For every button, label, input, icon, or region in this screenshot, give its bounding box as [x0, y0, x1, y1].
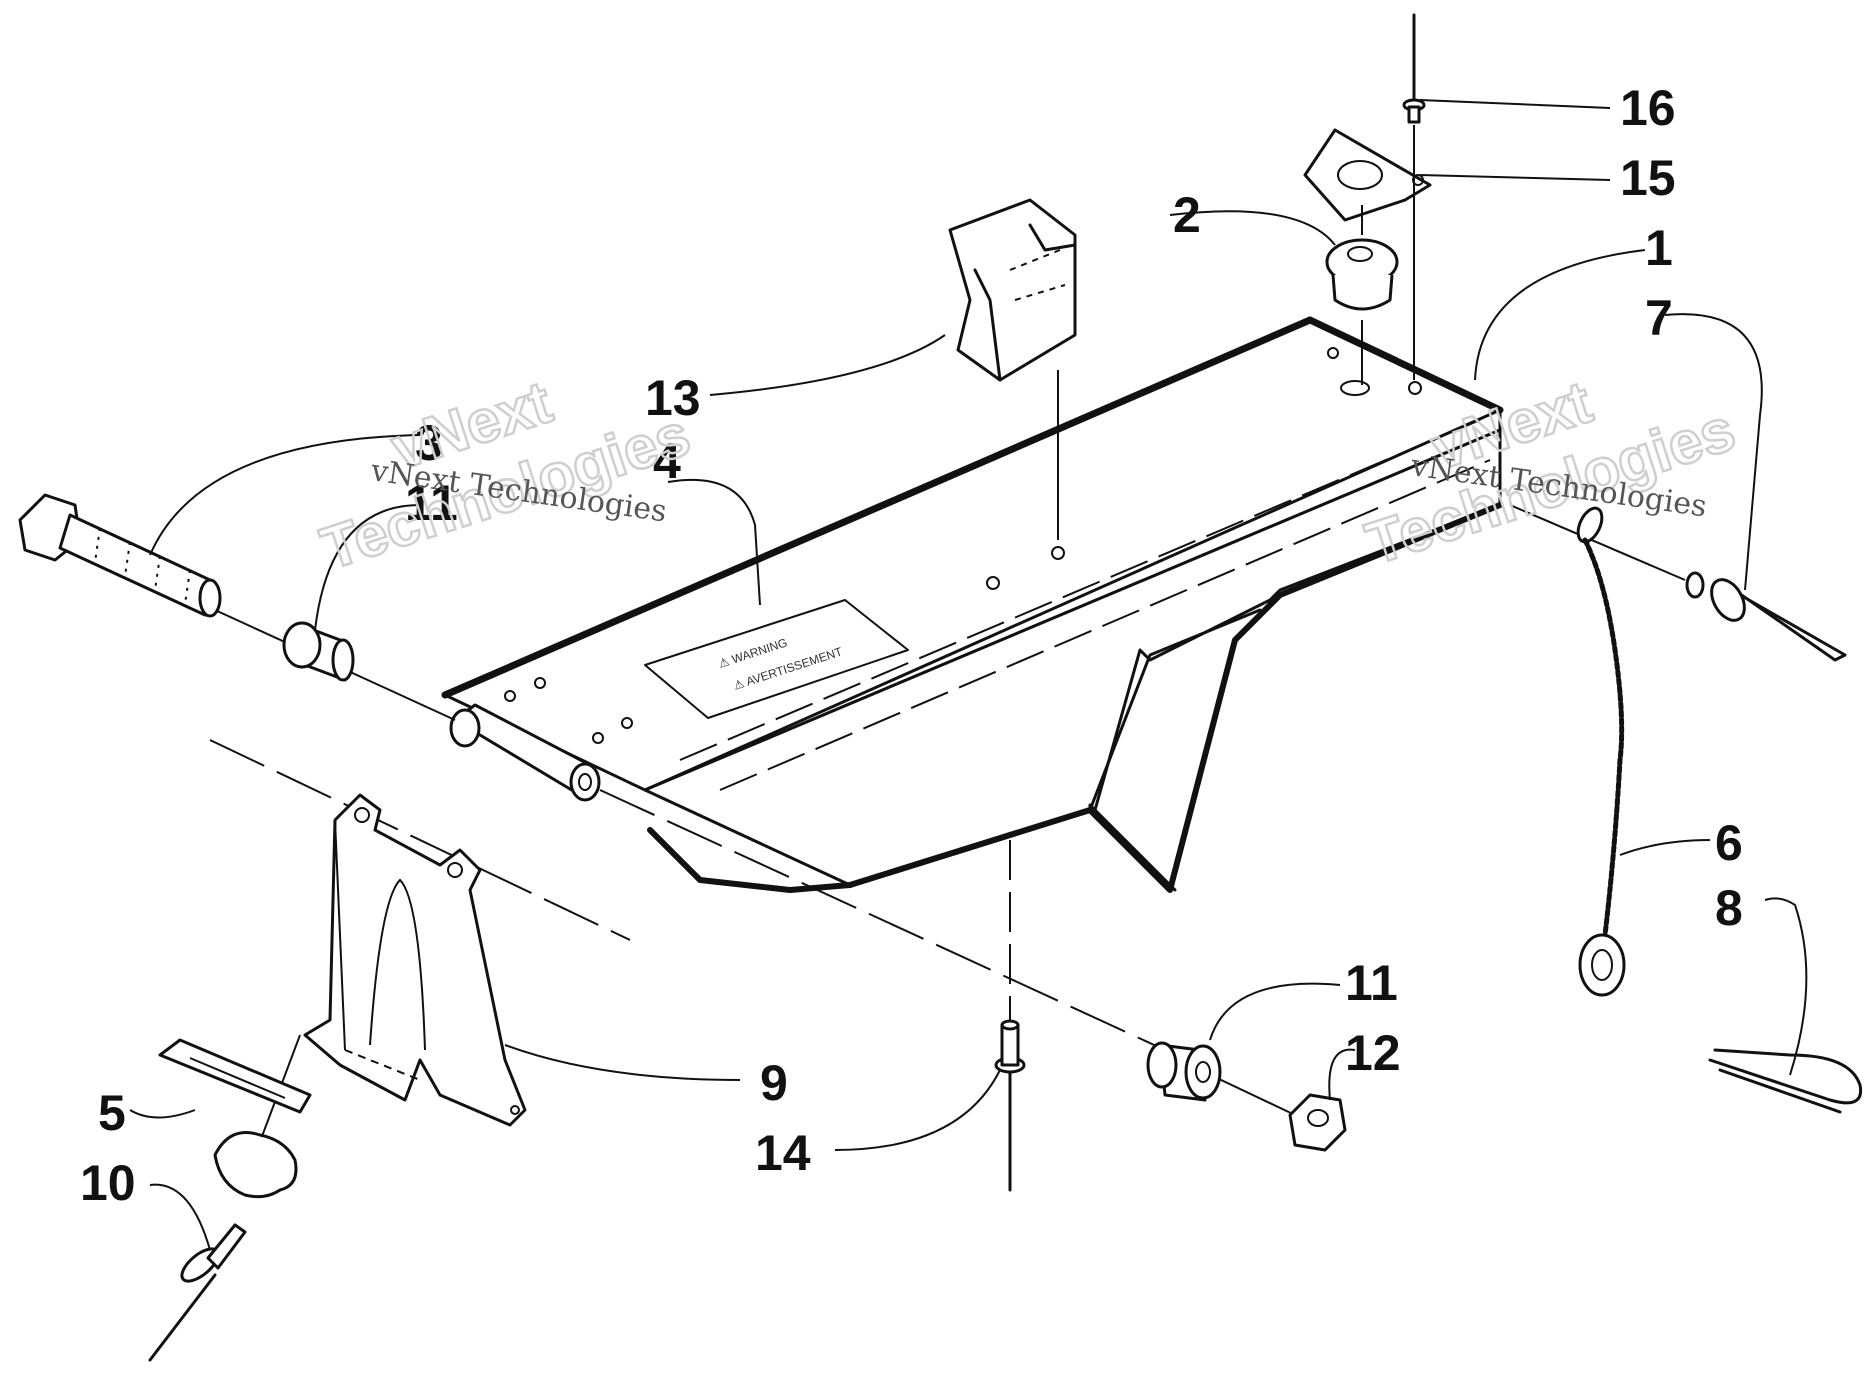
main-tray: [441, 316, 1504, 893]
callout-4: 4: [653, 433, 681, 489]
callout-16: 16: [1620, 80, 1676, 136]
bolt-part: [18, 493, 222, 618]
callout-14: 14: [755, 1125, 811, 1181]
callout-9: 9: [760, 1055, 788, 1111]
strap-part: [158, 1038, 312, 1114]
rivet-14: [994, 1019, 1026, 1192]
clip-part: [948, 198, 1077, 382]
callout-12: 12: [1345, 1025, 1401, 1081]
rivet-16: [1402, 13, 1426, 124]
callout-1: 1: [1645, 220, 1673, 276]
plate-part: [1303, 128, 1432, 222]
callout-5: 5: [98, 1085, 126, 1141]
callout-3: 3: [415, 415, 443, 471]
warning-decal: ⚠ WARNING ⚠ AVERTISSEMENT: [644, 599, 909, 719]
bushing-11-right: [1146, 1041, 1222, 1102]
leader-lines: [129, 99, 1808, 1251]
callout-6: 6: [1715, 815, 1743, 871]
callout-labels: 1 2 3 4 5 6 7 8 9 10 11 11 12 13 14 15 1…: [80, 80, 1743, 1211]
nut-part: [1288, 1093, 1347, 1152]
rivet-10: [148, 1223, 247, 1362]
callout-2: 2: [1173, 187, 1201, 243]
bushing-11-left: [282, 621, 355, 682]
callout-13: 13: [645, 370, 701, 426]
knob-part: [213, 1131, 298, 1199]
callout-10: 10: [80, 1155, 136, 1211]
pin-part: [1685, 571, 1847, 662]
hinge-tube: [449, 703, 601, 802]
bracket-part: [303, 793, 527, 1127]
cable-part: [1576, 506, 1626, 997]
callout-11-right: 11: [1345, 955, 1398, 1011]
callout-7: 7: [1645, 290, 1673, 346]
hairpin-part: [1708, 1048, 1863, 1114]
grommet-part: [1325, 238, 1399, 311]
callout-11-left: 11: [405, 475, 458, 531]
callout-15: 15: [1620, 150, 1676, 206]
callout-8: 8: [1715, 880, 1743, 936]
